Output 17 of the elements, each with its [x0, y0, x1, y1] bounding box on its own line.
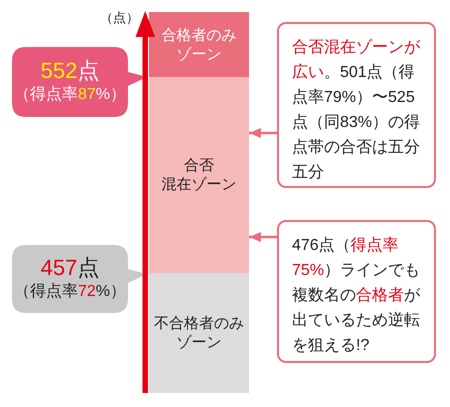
- callout-text: 476点（得点率75%）ラインでも複数名の合格者が出ているため逆転を狙える!?: [292, 236, 422, 356]
- zone-label: 不合格者のみゾーン: [154, 314, 244, 352]
- arrow: [249, 232, 277, 242]
- score-rate: （得点率87%）: [14, 84, 126, 105]
- arrow: [249, 128, 277, 138]
- callout-text: 合否混在ゾーンが広い。501点（得点率79%）〜525点（同83%）の得点帯の合否は五分五分: [292, 38, 422, 183]
- zone-band: [149, 273, 249, 393]
- callout-box: [277, 220, 436, 363]
- zone-label: 合格者のみゾーン: [162, 26, 236, 64]
- callout-box: [277, 22, 436, 188]
- score-value: 457点: [40, 255, 100, 281]
- zone-label: 合否混在ゾーン: [162, 156, 236, 194]
- zone-band: [149, 77, 249, 273]
- zone-band: [149, 12, 249, 77]
- axis-unit-label: （点）: [100, 11, 139, 27]
- score-rate: （得点率72%）: [14, 282, 126, 302]
- score-value: 552点: [40, 58, 100, 84]
